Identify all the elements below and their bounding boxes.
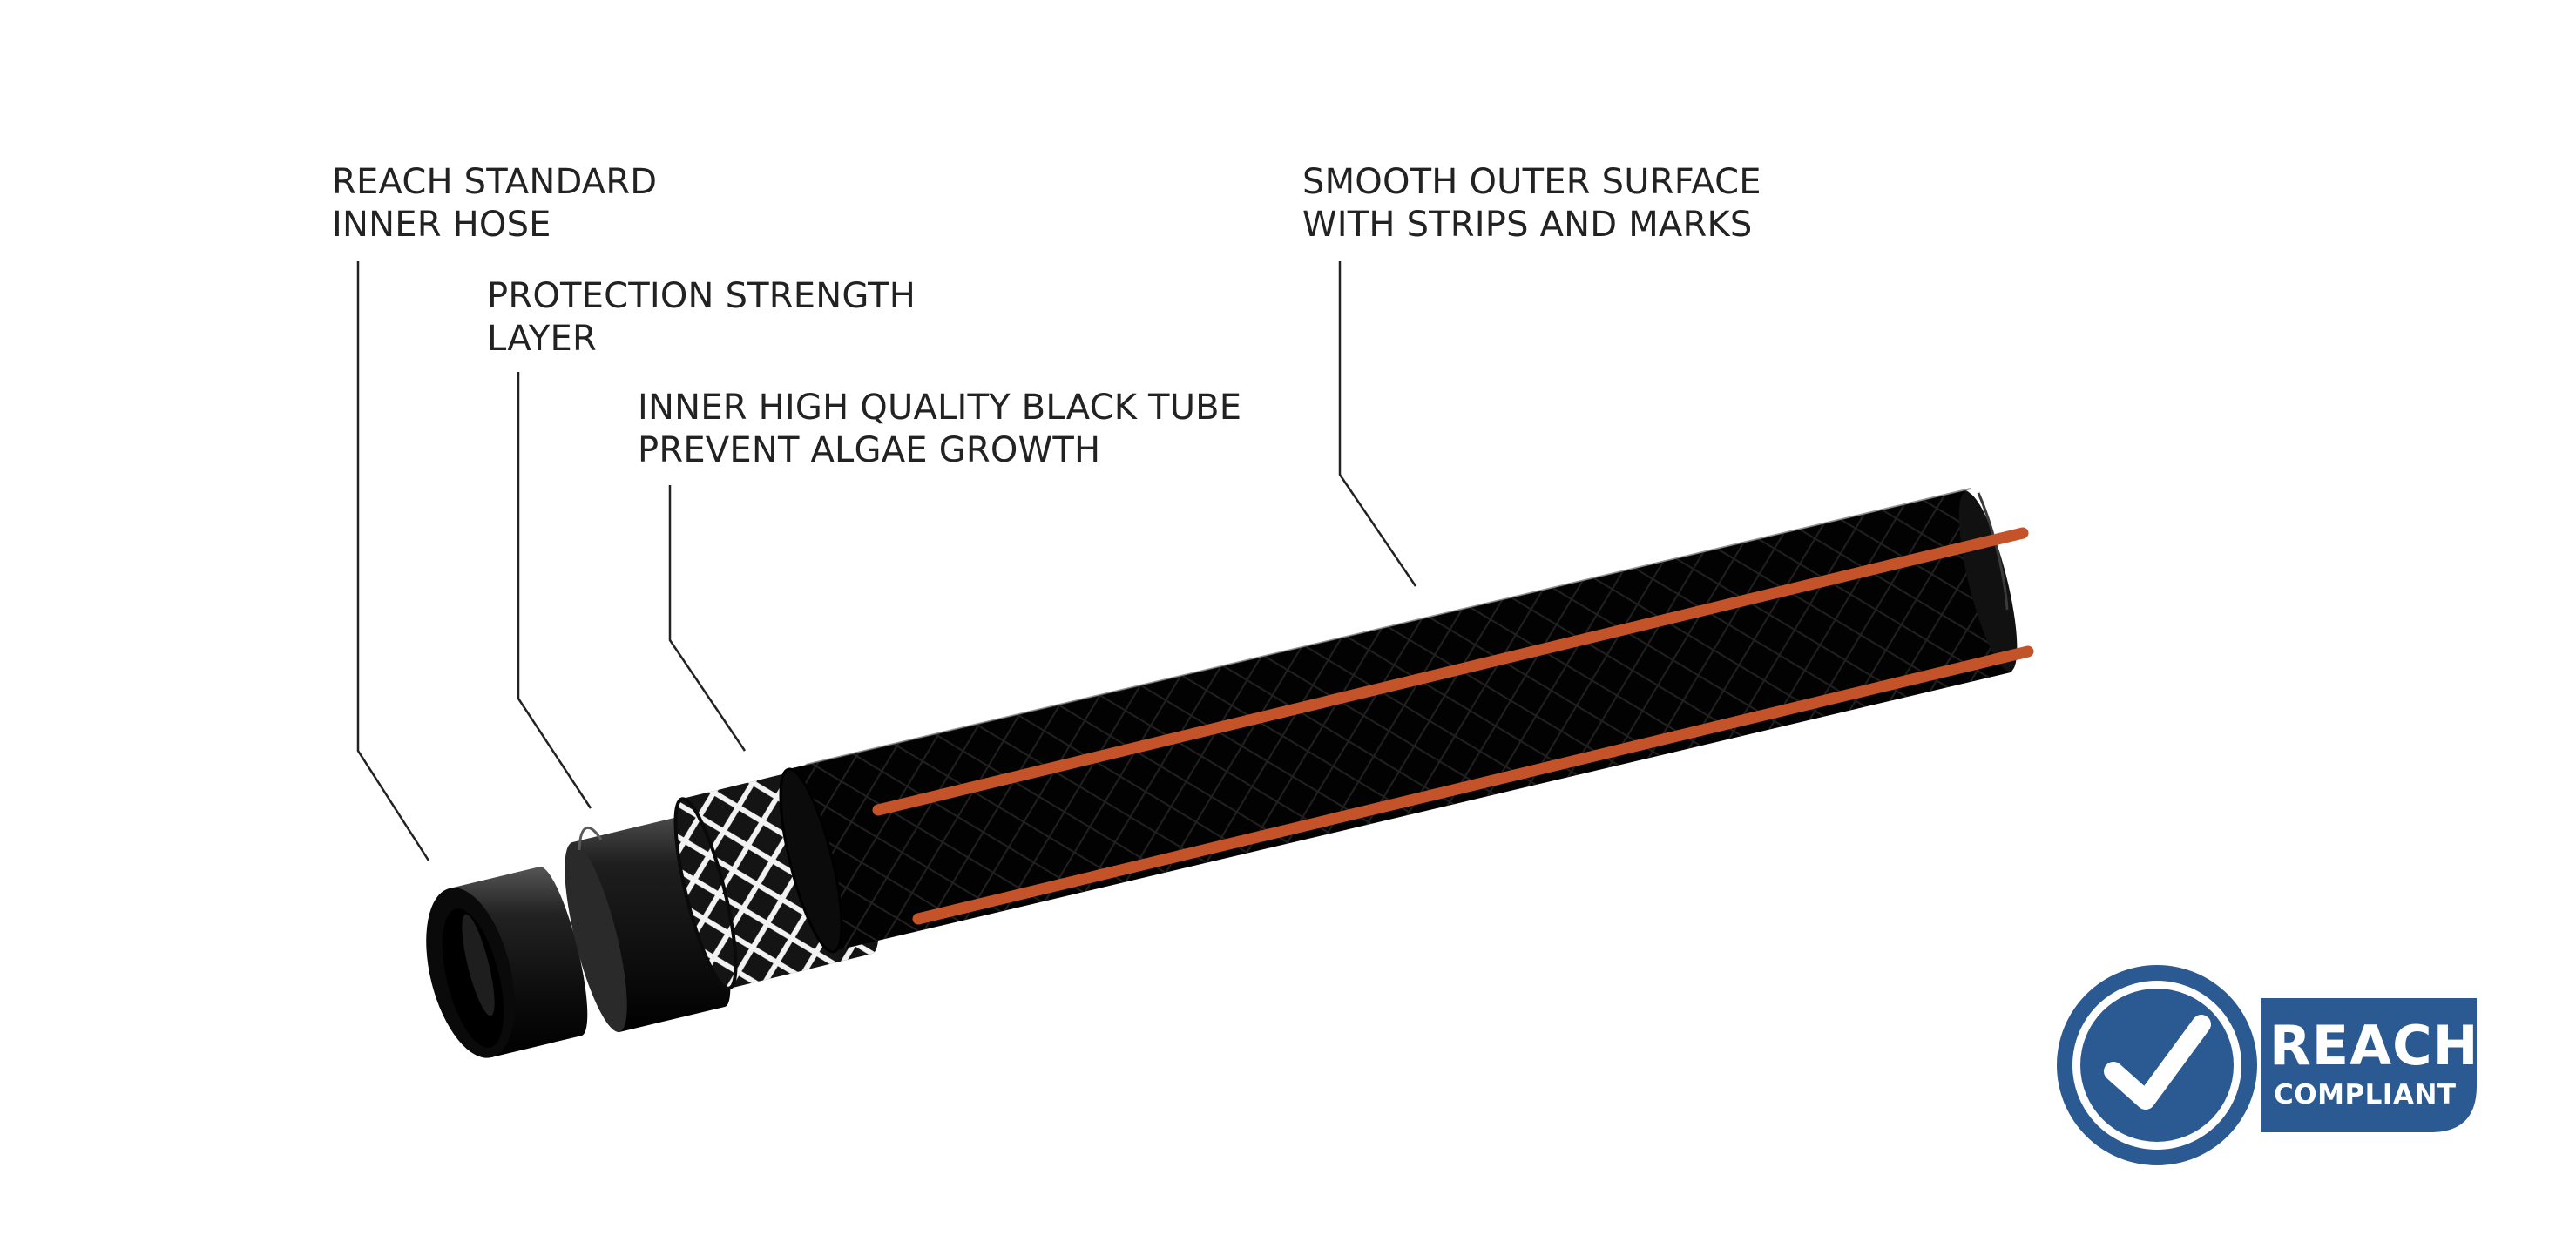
checkmark-icon	[2104, 1015, 2211, 1110]
callout-black-tube: INNER HIGH QUALITY BLACK TUBE PREVENT AL…	[638, 387, 1241, 472]
callout-outer-surface: SMOOTH OUTER SURFACE WITH STRIPS AND MAR…	[1302, 161, 1761, 246]
callout-line: INNER HIGH QUALITY BLACK TUBE	[638, 388, 1242, 428]
callout-line: PREVENT ALGAE GROWTH	[638, 430, 1101, 470]
leader-line-black-tube	[668, 485, 747, 752]
orange-stripe	[912, 645, 2034, 925]
callout-protection-layer: PROTECTION STRENGTH LAYER	[487, 275, 916, 361]
reach-compliant-badge	[2057, 965, 2477, 1165]
leader-line-inner-hose	[356, 261, 430, 861]
callout-line: SMOOTH OUTER SURFACE	[1302, 162, 1761, 202]
callout-line: PROTECTION STRENGTH	[487, 276, 916, 316]
badge-title: REACH	[2269, 1014, 2479, 1077]
orange-stripe	[872, 527, 2029, 816]
inner-hose	[426, 866, 588, 1058]
callout-inner-hose: REACH STANDARD INNER HOSE	[332, 161, 657, 246]
callout-line: LAYER	[487, 319, 597, 359]
badge-subtitle: COMPLIANT	[2274, 1079, 2457, 1110]
callout-line: REACH STANDARD	[332, 162, 658, 202]
outer-tube	[779, 488, 2034, 954]
surface-texture	[783, 490, 2016, 951]
leader-line-outer-surface	[1338, 261, 1417, 587]
leader-line-protection-layer	[517, 372, 592, 809]
callout-line: INNER HOSE	[332, 205, 551, 245]
callout-line: WITH STRIPS AND MARKS	[1302, 205, 1753, 245]
